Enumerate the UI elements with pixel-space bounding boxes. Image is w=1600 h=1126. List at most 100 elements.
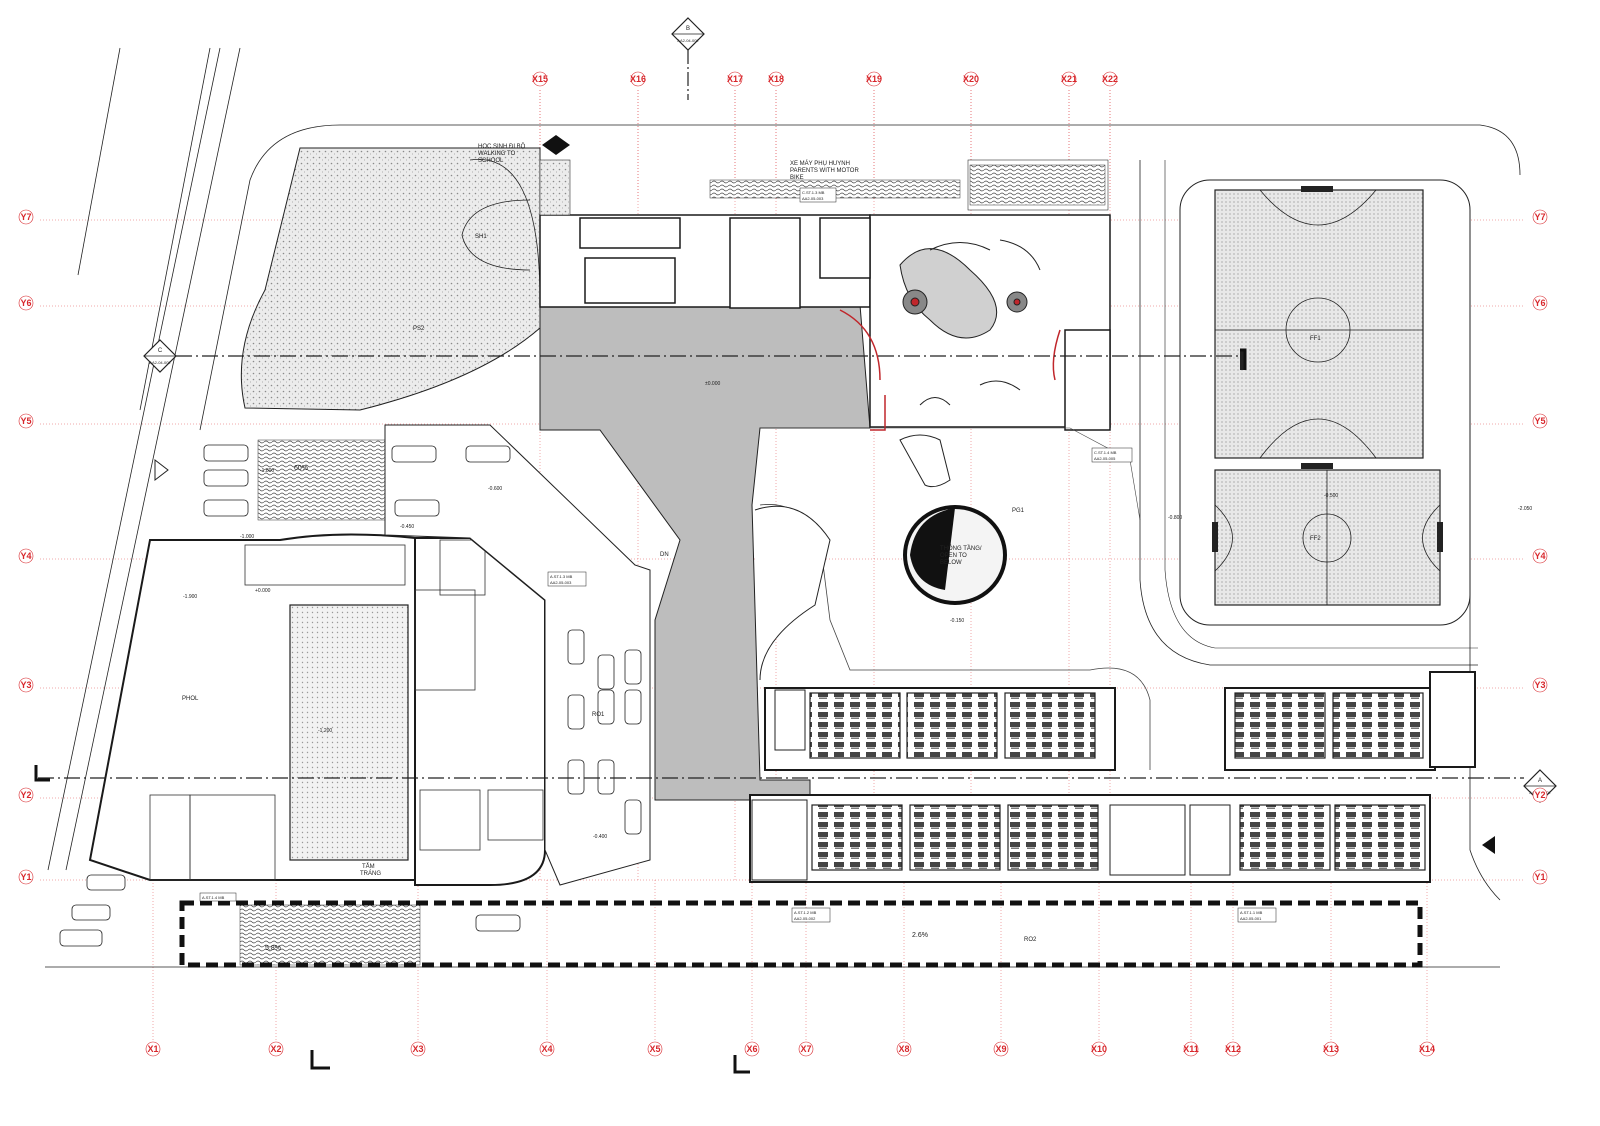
- grid-bubble-x8: [896, 1041, 912, 1057]
- classroom-4: [1234, 692, 1326, 759]
- car-12: [624, 689, 642, 725]
- level-4: -1.900: [183, 594, 197, 600]
- grid-bubble-y5-right: [1532, 413, 1548, 429]
- tag-2-ref: AA2-05-002: [794, 916, 816, 921]
- grid-label-y7-right: Y7: [1534, 212, 1545, 222]
- tag-1-ref: AA2-05-003: [550, 580, 572, 585]
- car-16: [475, 914, 521, 932]
- grid-bubble-y2-left: [18, 787, 34, 803]
- field-road-2: [1164, 160, 1478, 649]
- grid-label-y2-right: Y2: [1534, 790, 1545, 800]
- car-7: [567, 629, 585, 665]
- grid-label-x6: X6: [746, 1044, 757, 1054]
- grid-label-y1-right: Y1: [1534, 872, 1545, 882]
- section-c-ref: AA2-04-002: [149, 360, 171, 365]
- car-10: [567, 694, 585, 730]
- level-10: -1.800: [260, 468, 274, 474]
- grid-bubble-x4: [539, 1041, 555, 1057]
- grid-bubble-x19: [866, 71, 882, 87]
- pg1-boundary-2: [760, 427, 1141, 521]
- level-7: -1.200: [318, 728, 332, 734]
- label-ps2: PS2: [413, 326, 425, 332]
- grid-label-y1-left: Y1: [20, 872, 31, 882]
- classroom-7: [909, 804, 1001, 871]
- label-ff2: FF2: [1310, 536, 1321, 542]
- label-pool-1: TẮM: [362, 862, 375, 870]
- moto-parking: [709, 164, 1106, 206]
- grid-label-y6-left: Y6: [20, 298, 31, 308]
- level-2: -0.600: [488, 486, 502, 492]
- grid-label-x9: X9: [995, 1044, 1006, 1054]
- classroom-5: [1332, 692, 1424, 759]
- grid-bubble-x18: [768, 71, 784, 87]
- level-9: -2.050: [1518, 506, 1532, 512]
- grid-bubble-x21: [1061, 71, 1077, 87]
- label-void-1: THÔNG TẦNG/: [940, 545, 982, 552]
- tag-4: A.ST.1.4 MB: [199, 892, 237, 902]
- grid-label-x19: X19: [866, 74, 882, 84]
- grid-label-x18: X18: [768, 74, 784, 84]
- label-ro1: RO1: [592, 712, 605, 718]
- sculpture: [899, 434, 951, 488]
- grid-label-x20: X20: [963, 74, 979, 84]
- label-void-3: BELOW: [940, 560, 962, 566]
- grid-bubble-x17: [727, 71, 743, 87]
- section-end-marks: [34, 348, 1247, 1074]
- grid-bubble-x12: [1225, 1041, 1241, 1057]
- tag-5-ref: AA2-05-001: [1240, 916, 1262, 921]
- walkway-curve: [469, 158, 541, 301]
- pool-rooms: [149, 539, 544, 881]
- car-4: [391, 445, 437, 463]
- court-arc: [461, 199, 531, 271]
- grid-label-x5: X5: [649, 1044, 660, 1054]
- tag-5: A.ST.1.1 MB AA2-05-001: [1237, 907, 1277, 923]
- ramp-1: [257, 439, 386, 521]
- grid-bubble-y1-right: [1532, 869, 1548, 885]
- classroom-3: [1004, 692, 1096, 759]
- section-a-letter: A: [1538, 778, 1542, 784]
- grid-label-y6-right: Y6: [1534, 298, 1545, 308]
- grid-bubble-x20: [963, 71, 979, 87]
- car-3: [203, 499, 249, 517]
- grid-bubble-x6: [744, 1041, 760, 1057]
- grid-bubble-x22: [1102, 71, 1118, 87]
- grid-label-x3: X3: [412, 1044, 423, 1054]
- grid-bubble-y6-right: [1532, 295, 1548, 311]
- car-14: [597, 759, 615, 795]
- grid-bubble-x10: [1091, 1041, 1107, 1057]
- ps2-area: [240, 147, 541, 411]
- service-room-1: [1109, 804, 1186, 876]
- label-phol: PHOL: [182, 696, 199, 702]
- section-b-ref: AA2-04-002: [677, 38, 699, 43]
- service-room-3: [751, 799, 808, 881]
- grid-bubble-x13: [1323, 1041, 1339, 1057]
- grid-bubble-x3: [410, 1041, 426, 1057]
- grid-label-y2-left: Y2: [20, 790, 31, 800]
- grid-bubble-x9: [993, 1041, 1009, 1057]
- grid-label-x14: X14: [1419, 1044, 1435, 1054]
- tag-2: A.ST.1.2 MB AA2-05-002: [791, 907, 831, 923]
- grid-bubble-x16: [630, 71, 646, 87]
- grid-bubble-y4-right: [1532, 548, 1548, 564]
- level-13: -0.500: [1324, 493, 1338, 499]
- section-marker-b: B AA2-04-002: [671, 17, 705, 100]
- car-9: [624, 649, 642, 685]
- classroom-1: [809, 692, 901, 759]
- grid-label-x1: X1: [147, 1044, 158, 1054]
- swimming-pool: [289, 604, 409, 861]
- tag-1: A.ST.1.3 MB AA2-05-003: [547, 571, 587, 587]
- tag-3-text: C.ST.1.4 MB: [1094, 450, 1117, 455]
- annotations: HOC SINH ĐI BỘ WALKING TO SCHOOL XE MÁY …: [182, 143, 1532, 952]
- grid-label-y3-right: Y3: [1534, 680, 1545, 690]
- service-room-4: [774, 689, 806, 751]
- grid-bubble-x1: [145, 1041, 161, 1057]
- grid-label-x7: X7: [800, 1044, 811, 1054]
- label-slope-58: 5,8%: [265, 945, 281, 952]
- side-curve: [754, 505, 831, 681]
- tag-3: C.ST.1.4 MB AA2-05-005: [1091, 447, 1133, 463]
- grid-bubble-y5-left: [18, 413, 34, 429]
- label-moto-vi: XE MÁY PHỤ HUYNH: [790, 160, 850, 167]
- label-dn: DN: [660, 552, 669, 558]
- grid-bubble-x15: [532, 71, 548, 87]
